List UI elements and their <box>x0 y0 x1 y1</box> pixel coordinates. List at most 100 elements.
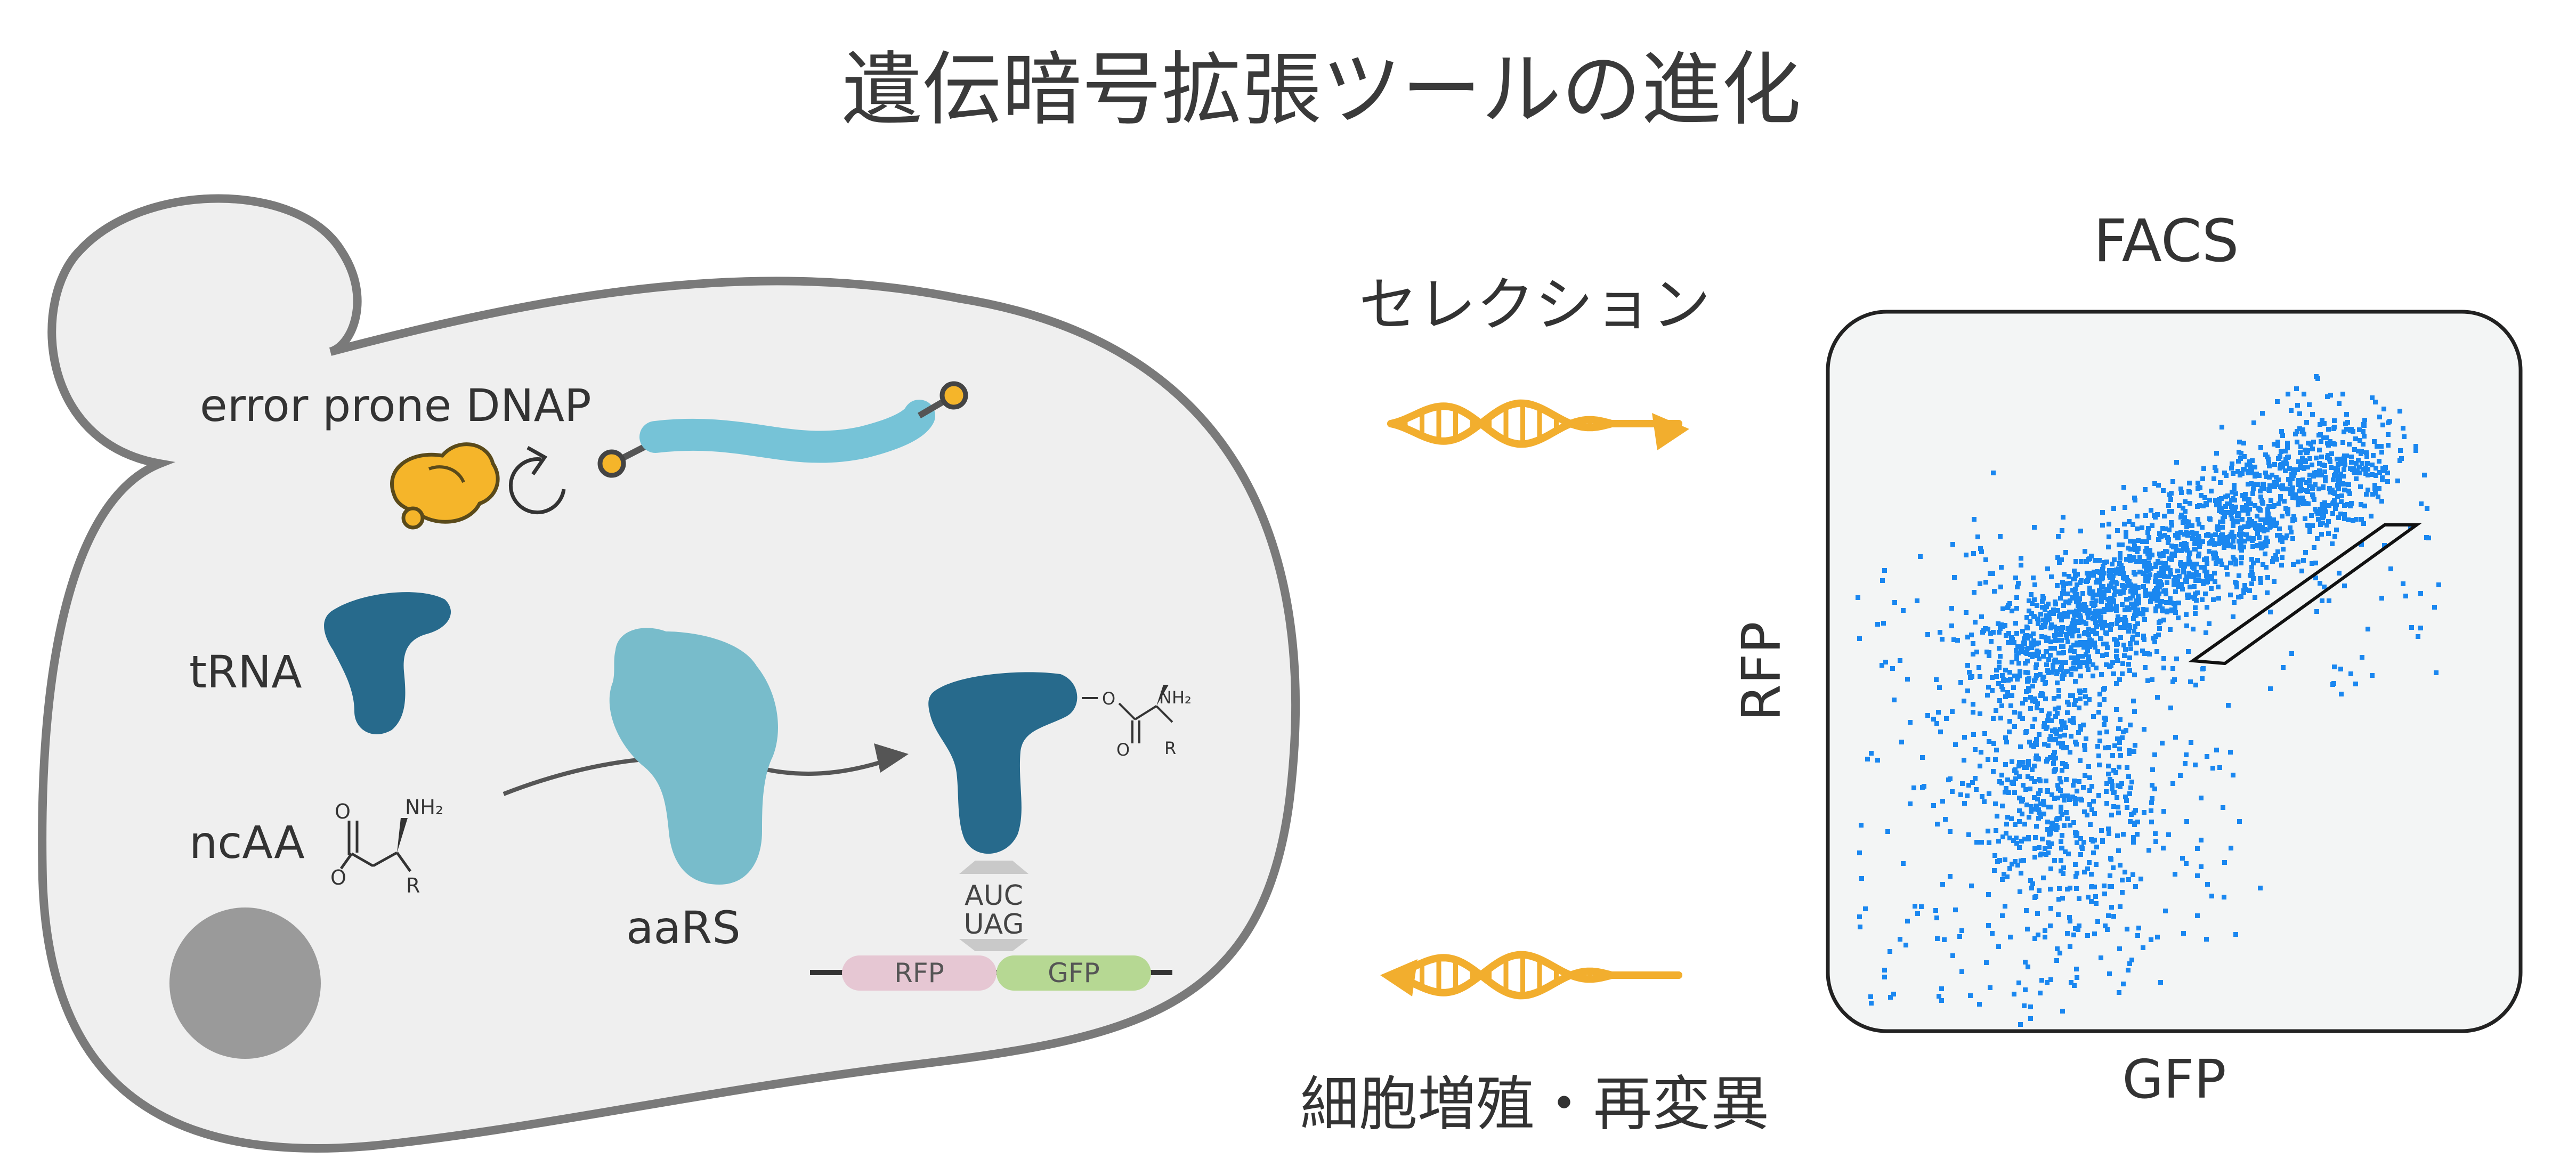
facs-point <box>2201 581 2206 586</box>
facs-point <box>1991 716 1996 721</box>
facs-point <box>2082 602 2087 607</box>
facs-point <box>2192 584 2197 589</box>
facs-point <box>2065 931 2070 936</box>
facs-point <box>2232 534 2237 539</box>
facs-point <box>2205 882 2210 887</box>
facs-point <box>2349 455 2354 459</box>
ncaa-label: ncAA <box>189 816 305 869</box>
facs-point <box>1965 688 1970 693</box>
facs-point <box>2314 456 2319 460</box>
facs-point <box>2337 571 2342 576</box>
facs-point <box>2067 610 2072 614</box>
facs-point <box>2064 777 2069 782</box>
facs-point <box>1882 975 1887 979</box>
facs-point <box>2035 653 2040 658</box>
facs-point <box>2280 514 2285 518</box>
facs-title: FACS <box>2093 207 2239 275</box>
facs-point <box>2083 608 2087 613</box>
facs-point <box>2024 615 2029 620</box>
facs-point <box>2159 570 2164 575</box>
facs-point <box>2003 668 2008 672</box>
facs-point <box>2134 586 2138 590</box>
facs-point <box>1960 781 1965 786</box>
facs-point <box>1987 791 1991 796</box>
facs-point <box>2030 699 2035 703</box>
facs-point <box>2173 575 2178 580</box>
facs-point <box>2069 630 2073 635</box>
facs-point <box>2059 618 2064 622</box>
facs-point <box>1991 630 1996 635</box>
facs-point <box>2013 822 2018 827</box>
facs-point <box>2244 532 2249 537</box>
facs-point <box>2074 599 2079 604</box>
facs-point <box>2195 590 2200 595</box>
facs-point <box>2073 587 2078 591</box>
facs-point <box>2141 607 2145 612</box>
facs-point <box>2065 887 2070 892</box>
facs-point <box>2209 586 2214 591</box>
charged-o-carbonyl: O <box>1116 740 1130 760</box>
facs-point <box>2168 596 2173 601</box>
facs-point <box>2023 697 2028 702</box>
facs-point <box>2097 593 2102 597</box>
facs-point <box>2055 669 2060 674</box>
diagram-title: 遺伝暗号拡張ツールの進化 <box>842 44 1801 136</box>
facs-point <box>2349 460 2354 465</box>
facs-point <box>1989 639 1994 644</box>
facs-point <box>2370 472 2375 477</box>
facs-point <box>2094 580 2099 585</box>
facs-point <box>2303 550 2308 555</box>
facs-point <box>2214 451 2219 456</box>
facs-point <box>2133 610 2137 614</box>
facs-point <box>2138 559 2143 564</box>
facs-point <box>2055 583 2060 588</box>
facs-point <box>2120 735 2125 740</box>
facs-point <box>2026 646 2030 651</box>
facs-point <box>2062 798 2067 803</box>
facs-point <box>2053 729 2058 734</box>
facs-point <box>2301 558 2306 563</box>
facs-point <box>2091 603 2096 608</box>
facs-point <box>2193 683 2198 687</box>
facs-point <box>2078 724 2083 729</box>
facs-point <box>2144 539 2149 544</box>
facs-point <box>2035 911 2040 916</box>
facs-point <box>2286 392 2290 396</box>
facs-point <box>2087 860 2092 865</box>
facs-point <box>2220 525 2225 530</box>
facs-point <box>2233 932 2238 937</box>
facs-point <box>2365 461 2370 466</box>
facs-point <box>2211 597 2216 602</box>
facs-point <box>2219 425 2224 430</box>
facs-point <box>2261 482 2266 487</box>
facs-point <box>2312 471 2317 475</box>
facs-point <box>2202 495 2207 500</box>
facs-point <box>2126 629 2131 634</box>
facs-point <box>2065 591 2070 596</box>
facs-point <box>2249 565 2254 570</box>
facs-point <box>2050 755 2054 760</box>
facs-point <box>2127 607 2132 612</box>
facs-point <box>2224 565 2229 570</box>
facs-point <box>2212 571 2217 576</box>
facs-point <box>2037 810 2042 815</box>
facs-point <box>2246 469 2250 474</box>
facs-point <box>2112 557 2117 562</box>
facs-point <box>2024 765 2029 770</box>
facs-point <box>1998 625 2003 629</box>
facs-point <box>1971 732 1976 737</box>
facs-point <box>2060 720 2064 725</box>
facs-point <box>2190 536 2195 541</box>
facs-point <box>2280 487 2285 491</box>
facs-point <box>2232 483 2237 488</box>
facs-point <box>2121 643 2126 647</box>
facs-point <box>2075 582 2079 587</box>
facs-point <box>2053 638 2058 643</box>
facs-point <box>2110 787 2115 791</box>
facs-point <box>2060 812 2064 817</box>
facs-point <box>2338 457 2343 462</box>
facs-point <box>2064 632 2069 637</box>
facs-point <box>2039 978 2044 983</box>
facs-point <box>2214 503 2219 507</box>
facs-point <box>2057 560 2062 565</box>
